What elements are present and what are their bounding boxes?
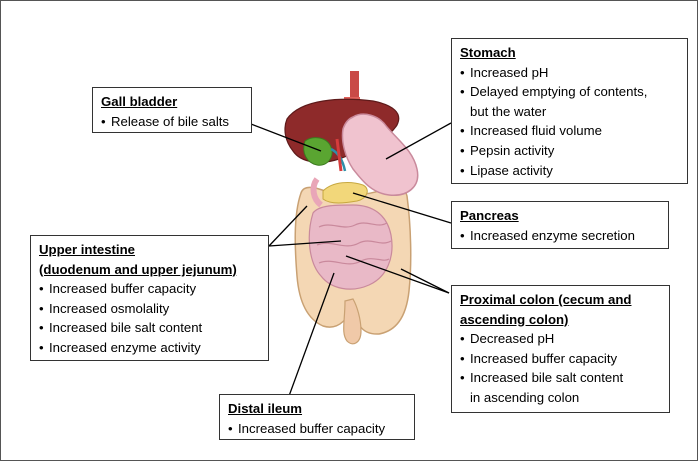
proximal-colon-continuation-text: in ascending colon — [470, 390, 579, 405]
distal-ileum-item: Increased buffer capacity — [228, 419, 406, 439]
distal-ileum-callout: Distal ileum Increased buffer capacity — [219, 394, 415, 440]
stomach-item: Pepsin activity — [460, 141, 679, 161]
stomach-item: Delayed emptying of contents, — [460, 82, 679, 102]
upper-intestine-callout: Upper intestine (duodenum and upper jeju… — [30, 235, 269, 361]
upper-intestine-item: Increased bile salt content — [39, 318, 260, 338]
pancreas — [323, 183, 367, 203]
pancreas-callout: Pancreas Increased enzyme secretion — [451, 201, 669, 249]
stomach-item-continuation: but the water — [460, 102, 679, 122]
proximal-colon-callout: Proximal colon (cecum and ascending colo… — [451, 285, 670, 413]
proximal-colon-item-continuation: in ascending colon — [460, 388, 661, 408]
upper-intestine-title-line1: Upper intestine — [39, 240, 260, 260]
proximal-colon-title-line1: Proximal colon (cecum and — [460, 290, 661, 310]
pancreas-title: Pancreas — [460, 206, 660, 226]
stomach-item: Increased pH — [460, 63, 679, 83]
proximal-colon-title-line2: ascending colon) — [460, 310, 661, 330]
stomach-title: Stomach — [460, 43, 679, 63]
proximal-colon-item: Increased bile salt content — [460, 368, 661, 388]
gallbladder-item: Release of bile salts — [101, 112, 243, 132]
pancreas-item: Increased enzyme secretion — [460, 226, 660, 246]
proximal-colon-item: Decreased pH — [460, 329, 661, 349]
upper-intestine-title-line2: (duodenum and upper jejunum) — [39, 260, 260, 280]
stomach-item: Increased fluid volume — [460, 121, 679, 141]
stomach-callout: Stomach Increased pH Delayed emptying of… — [451, 38, 688, 184]
distal-ileum-title: Distal ileum — [228, 399, 406, 419]
small-intestine — [309, 205, 392, 289]
stomach-item: Lipase activity — [460, 161, 679, 181]
upper-intestine-item: Increased buffer capacity — [39, 279, 260, 299]
stomach-continuation-text: but the water — [470, 104, 546, 119]
upper-intestine-item: Increased enzyme activity — [39, 338, 260, 358]
proximal-colon-item: Increased buffer capacity — [460, 349, 661, 369]
stomach-item-text: Delayed emptying of contents, — [470, 84, 647, 99]
gallbladder-callout: Gall bladder Release of bile salts — [92, 87, 252, 133]
gallbladder-title: Gall bladder — [101, 92, 243, 112]
upper-intestine-item: Increased osmolality — [39, 299, 260, 319]
